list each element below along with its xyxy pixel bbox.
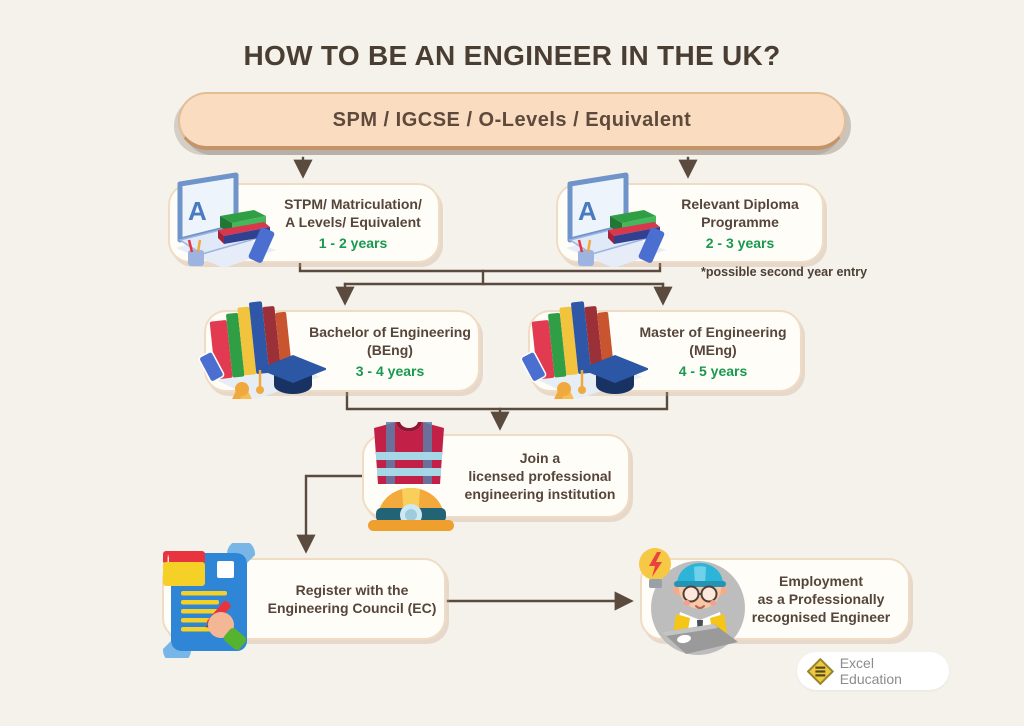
node-start: SPM / IGCSE / O-Levels / Equivalent (178, 92, 846, 150)
node-join: Join a licensed professional engineering… (362, 434, 630, 518)
join-label-line2: licensed professional (468, 467, 612, 484)
node-diploma: Relevant Diploma Programme 2 - 3 years (556, 183, 824, 263)
arrow-join-to-register (296, 474, 364, 554)
join-label-line1: Join a (519, 449, 561, 466)
meng-duration: 4 - 5 years (678, 363, 748, 380)
stpm-label-line2: A Levels/ Equivalent (285, 214, 421, 230)
second-year-entry-note: *possible second year entry (701, 265, 868, 279)
register-label-line1: Register with the (295, 581, 409, 598)
register-label-line2: Engineering Council (EC) (267, 600, 437, 616)
diploma-duration: 2 - 3 years (705, 235, 775, 252)
node-employment: Employment as a Professionally recognise… (640, 558, 910, 640)
employment-label-line2: as a Professionally (757, 590, 885, 607)
node-stpm: STPM/ Matriculation/ A Levels/ Equivalen… (168, 183, 440, 263)
page-title: HOW TO BE AN ENGINEER IN THE UK? (243, 40, 781, 71)
node-meng: Master of Engineering (MEng) 4 - 5 years (528, 310, 802, 392)
stpm-duration: 1 - 2 years (318, 235, 388, 252)
beng-label-line1: Bachelor of Engineering (309, 323, 471, 340)
bracket-merge-top (298, 260, 662, 273)
beng-label-line2: (BEng) (367, 342, 413, 358)
bracket-merge-bottom (345, 390, 669, 411)
diploma-label-line1: Relevant Diploma (681, 195, 799, 212)
node-beng: Bachelor of Engineering (BEng) 3 - 4 yea… (204, 310, 480, 392)
diploma-label-line2: Programme (701, 214, 779, 230)
start-label: SPM / IGCSE / O-Levels / Equivalent (332, 108, 692, 131)
brand-name: Excel Education (839, 655, 902, 687)
join-label-line3: engineering institution (464, 486, 616, 503)
employment-label-line1: Employment (778, 572, 863, 589)
brand-logo: Excel Education (797, 652, 949, 690)
employment-label-line3: recognised Engineer (751, 609, 891, 626)
beng-duration: 3 - 4 years (355, 363, 425, 380)
stpm-label-line1: STPM/ Matriculation/ (284, 195, 422, 212)
excel-education-diamond-icon (807, 657, 834, 685)
meng-label-line2: (MEng) (689, 342, 737, 358)
meng-label-line1: Master of Engineering (639, 323, 787, 340)
node-register: Register with the Engineering Council (E… (162, 558, 446, 640)
